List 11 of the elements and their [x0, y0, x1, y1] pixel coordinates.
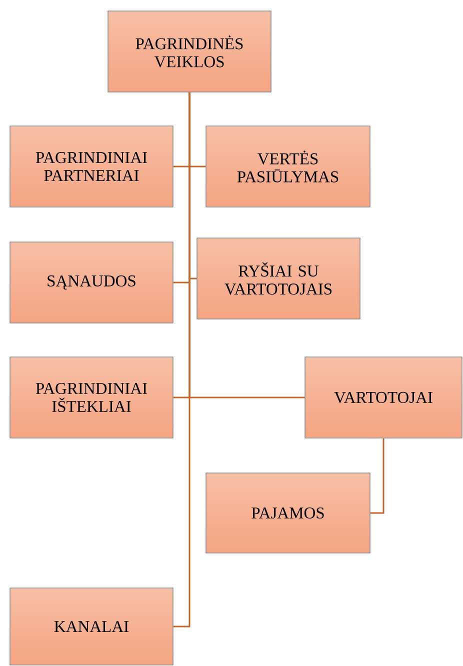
process-box: KANALAI [10, 588, 174, 666]
process-box: SĄNAUDOS [10, 242, 174, 324]
process-box: RYŠIAI SU VARTOTOJAIS [196, 238, 360, 320]
process-box: PAGRINDINIAI PARTNERIAI [10, 126, 174, 208]
connector-line [173, 92, 190, 628]
process-box: PAGRINDINIAI IŠTEKLIAI [10, 356, 174, 438]
process-box: PAGRINDINĖS VEIKLOS [108, 10, 272, 92]
process-box: VARTOTOJAI [304, 356, 462, 438]
connector-line [370, 438, 384, 514]
process-box: VERTĖS PASIŪLYMAS [206, 126, 370, 208]
process-box: PAJAMOS [206, 472, 370, 554]
